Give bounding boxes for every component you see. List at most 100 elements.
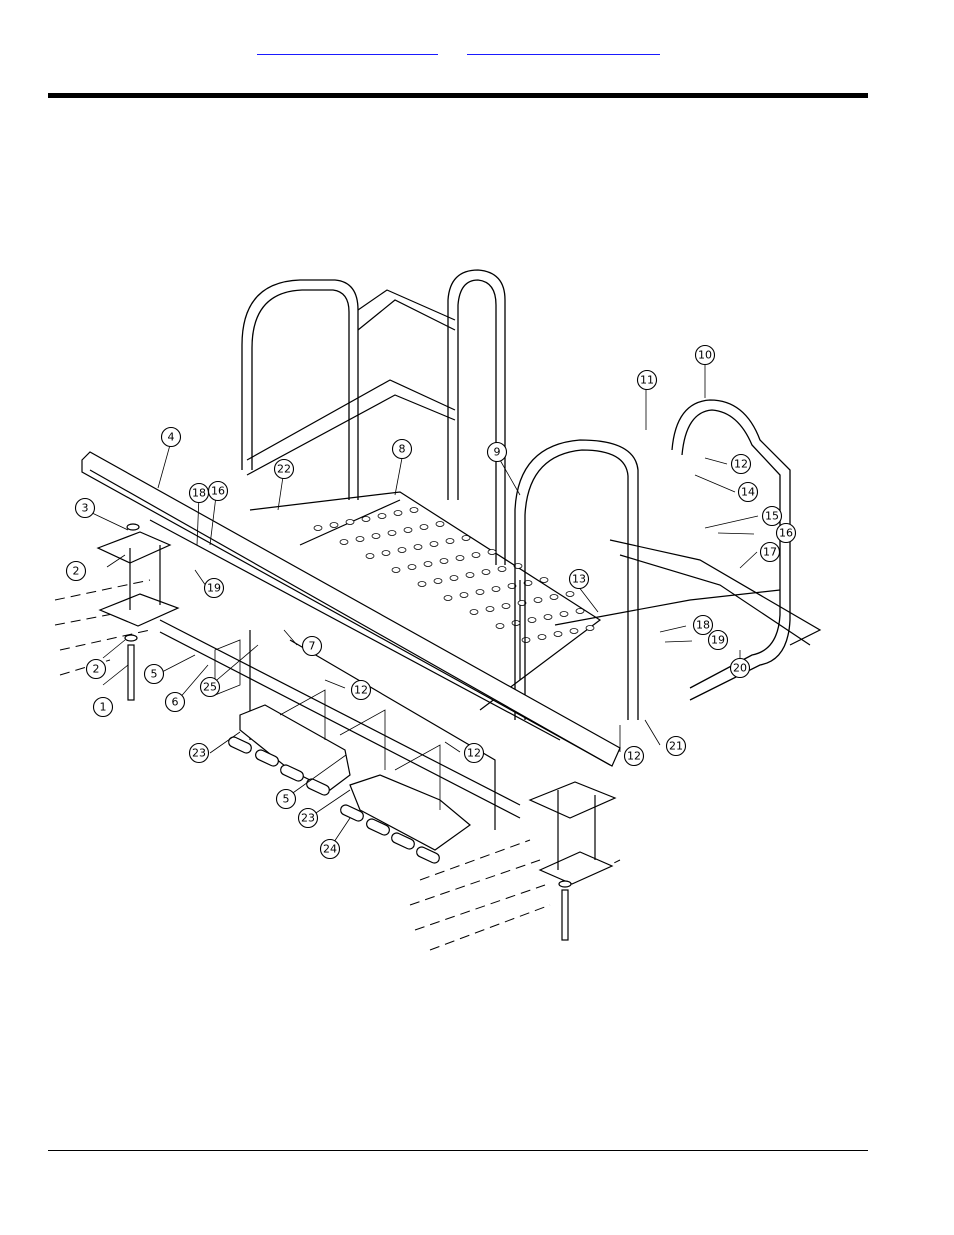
callout-19a: 19 — [203, 577, 225, 599]
channel-bar — [81, 451, 621, 767]
svg-text:25: 25 — [203, 681, 217, 694]
callout-11: 11 — [636, 369, 658, 391]
callout-16b: 16 — [207, 480, 229, 502]
platform-hole — [585, 625, 595, 631]
svg-text:2: 2 — [73, 565, 80, 578]
platform-hole — [433, 578, 443, 584]
callout-2b: 2 — [85, 658, 107, 680]
platform-hole — [355, 536, 365, 542]
platform-hole — [345, 519, 355, 525]
svg-text:7: 7 — [309, 640, 316, 653]
platform-hole — [559, 611, 569, 617]
platform-hole — [461, 535, 471, 541]
platform-hole — [329, 522, 339, 528]
callouts: 1 2 2 3 4 5 5 6 7 8 9 10 11 12 12 12 12 … — [65, 344, 797, 860]
platform-hole — [417, 581, 427, 587]
platform-hole — [365, 553, 375, 559]
platform-hole — [449, 575, 459, 581]
callout-2a: 2 — [65, 560, 87, 582]
svg-text:16: 16 — [211, 485, 225, 498]
callout-25: 25 — [199, 676, 221, 698]
svg-text:16: 16 — [779, 527, 793, 540]
platform-hole — [533, 597, 543, 603]
svg-text:12: 12 — [734, 458, 748, 471]
platform-hole — [485, 606, 495, 612]
svg-text:21: 21 — [669, 740, 683, 753]
platform-hole — [549, 594, 559, 600]
svg-text:23: 23 — [301, 812, 315, 825]
platform-hole — [475, 589, 485, 595]
callout-17: 17 — [759, 541, 781, 563]
header-link-2[interactable] — [467, 40, 660, 55]
platform-hole — [387, 530, 397, 536]
svg-text:4: 4 — [168, 431, 175, 444]
step-platform — [249, 491, 602, 711]
svg-text:6: 6 — [172, 696, 179, 709]
callout-12c: 12 — [463, 742, 485, 764]
platform-hole — [481, 569, 491, 575]
platform-hole — [339, 539, 349, 545]
callout-1: 1 — [92, 696, 114, 718]
callout-12b: 12 — [350, 679, 372, 701]
hand-rail-right — [514, 399, 822, 720]
platform-hole — [469, 609, 479, 615]
svg-text:19: 19 — [207, 582, 221, 595]
footer-rule — [48, 1150, 868, 1151]
callout-13: 13 — [568, 568, 590, 590]
platform-hole — [517, 600, 527, 606]
svg-text:22: 22 — [277, 463, 291, 476]
platform-hole — [455, 555, 465, 561]
callout-20: 20 — [729, 657, 751, 679]
callout-19b: 19 — [707, 629, 729, 651]
callout-18a: 18 — [188, 482, 210, 504]
platform-hole — [443, 595, 453, 601]
callout-4: 4 — [160, 426, 182, 448]
svg-text:2: 2 — [93, 663, 100, 676]
svg-text:12: 12 — [627, 750, 641, 763]
svg-text:12: 12 — [354, 684, 368, 697]
svg-text:1: 1 — [100, 701, 107, 714]
svg-text:18: 18 — [696, 619, 710, 632]
callout-9: 9 — [486, 441, 508, 463]
platform-hole — [435, 521, 445, 527]
platform-hole — [371, 533, 381, 539]
callout-6: 6 — [164, 691, 186, 713]
platform-hole — [527, 617, 537, 623]
platform-hole — [569, 628, 579, 634]
platform-hole — [391, 567, 401, 573]
platform-hole — [501, 603, 511, 609]
platform-hole — [413, 544, 423, 550]
platform-hole — [361, 516, 371, 522]
platform-hole — [497, 566, 507, 572]
callout-5a: 5 — [143, 663, 165, 685]
platform-hole — [575, 608, 585, 614]
callout-23b: 23 — [297, 807, 319, 829]
callout-23a: 23 — [188, 742, 210, 764]
svg-text:19: 19 — [711, 634, 725, 647]
svg-text:10: 10 — [698, 349, 712, 362]
svg-text:5: 5 — [151, 668, 158, 681]
svg-text:18: 18 — [192, 487, 206, 500]
platform-hole — [465, 572, 475, 578]
mount-plates — [96, 523, 617, 941]
callout-5b: 5 — [275, 788, 297, 810]
callout-24: 24 — [319, 838, 341, 860]
platform-hole — [423, 561, 433, 567]
frame-outline — [54, 579, 621, 951]
platform-hole — [407, 564, 417, 570]
platform-hole — [471, 552, 481, 558]
platform-hole — [487, 549, 497, 555]
svg-text:12: 12 — [467, 747, 481, 760]
platform-hole — [445, 538, 455, 544]
platform-hole — [543, 614, 553, 620]
platform-hole — [537, 634, 547, 640]
svg-text:14: 14 — [741, 486, 755, 499]
header-link-1[interactable] — [257, 40, 438, 55]
callout-14: 14 — [737, 481, 759, 503]
platform-hole — [403, 527, 413, 533]
callout-12a: 12 — [730, 453, 752, 475]
parts-diagram: 1 2 2 3 4 5 5 6 7 8 9 10 11 12 12 12 12 … — [46, 258, 828, 961]
platform-hole — [511, 620, 521, 626]
platform-hole — [377, 513, 387, 519]
svg-text:17: 17 — [763, 546, 777, 559]
